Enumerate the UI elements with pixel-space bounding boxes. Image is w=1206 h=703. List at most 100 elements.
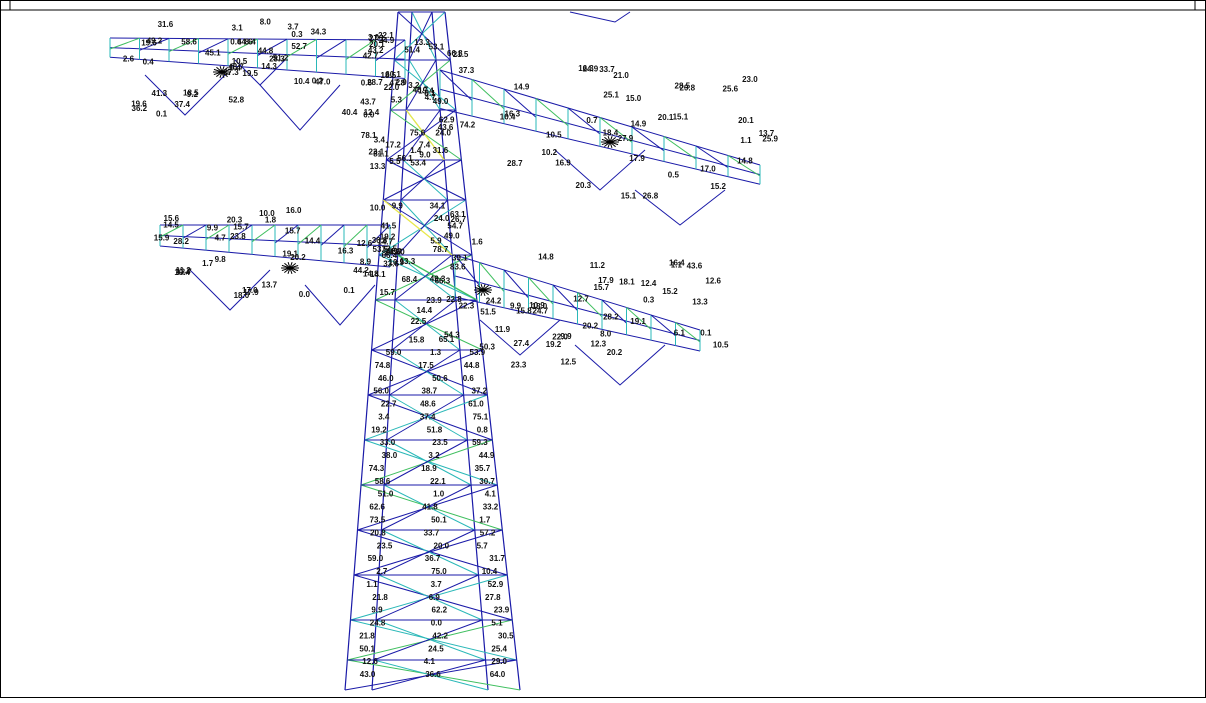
member-stress-label: 1.1 (740, 136, 752, 145)
crossarm-brace (252, 225, 275, 242)
member-stress-label: 15.6 (164, 214, 180, 223)
member-stress-label: 66.8 (447, 49, 463, 58)
member-stress-label: 18.1 (619, 278, 635, 287)
member-stress-label: 23.0 (742, 75, 758, 84)
member-stress-label: 49.0 (433, 97, 449, 106)
member-stress-label: 12.6 (705, 277, 721, 286)
member-stress-label: 52.7 (291, 42, 307, 51)
member-stress-label: 22.7 (381, 400, 397, 409)
member-stress-label: 9.9 (371, 606, 383, 615)
member-stress-label: 5.3 (391, 96, 403, 105)
member-stress-label: 62.9 (439, 115, 455, 124)
member-stress-label: 20.1 (738, 116, 754, 125)
member-stress-label: 29.0 (491, 657, 507, 666)
member-stress-label: 1.0 (433, 490, 445, 499)
member-stress-label: 41.5 (381, 221, 397, 230)
member-stress-label: 43.6 (687, 262, 703, 271)
member-stress-label: 20.3 (576, 181, 592, 190)
member-stress-label: 33.7 (424, 528, 440, 537)
member-stress-label: 42.7 (363, 51, 379, 60)
member-stress-label: 14.8 (538, 252, 554, 261)
member-stress-label: 18.9 (421, 464, 437, 473)
member-stress-label: 5.9 (430, 237, 442, 246)
member-stress-label: 1.1 (671, 260, 683, 269)
member-stress-label: 18.4 (603, 128, 619, 137)
member-stress-label: 6.1 (674, 329, 686, 338)
insulator-string (260, 85, 340, 130)
member-stress-label: 20.2 (607, 348, 623, 357)
member-stress-label: 19.2 (546, 340, 562, 349)
member-stress-label: 0.6 (463, 374, 475, 383)
member-stress-label: 58.6 (181, 38, 197, 47)
diagonal-brace (374, 620, 482, 660)
member-stress-label: 0.0 (299, 290, 311, 299)
member-stress-label: 64.0 (490, 670, 506, 679)
member-stress-label: 50.6 (432, 374, 448, 383)
member-stress-label: 9.9 (392, 201, 404, 210)
member-stress-label: 36.6 (425, 670, 441, 679)
member-stress-label: 18.5 (381, 71, 397, 80)
member-stress-label: 75.0 (431, 567, 447, 576)
member-stress-label: 4.1 (424, 657, 436, 666)
member-stress-label: 20.1 (658, 113, 674, 122)
member-stress-label: 27.4 (514, 339, 530, 348)
member-stress-label: 78.7 (433, 245, 449, 254)
member-stress-label: 18.0 (234, 291, 250, 300)
member-stress-label: 41.8 (422, 503, 438, 512)
member-stress-label: 28.2 (173, 237, 189, 246)
member-stress-label: 34.1 (430, 202, 446, 211)
member-stress-label: 15.7 (380, 288, 396, 297)
member-stress-label: 28.2 (603, 313, 619, 322)
member-stress-label: 0.3 (643, 295, 655, 304)
member-stress-label: 17.0 (700, 164, 716, 173)
member-stress-label: 10.5 (713, 341, 729, 350)
member-stress-label: 1.3 (430, 348, 442, 357)
member-stress-label: 2.6 (123, 55, 135, 64)
member-stress-label: 45.1 (205, 49, 221, 58)
member-stress-label: 35.7 (475, 464, 491, 473)
crossarm-brace (536, 99, 568, 126)
member-stress-label: 14.9 (631, 120, 647, 129)
member-stress-label: 6.9 (429, 593, 441, 602)
member-stress-label: 46.0 (378, 374, 394, 383)
member-stress-label: 15.7 (285, 227, 301, 236)
member-stress-label: 23.8 (230, 232, 246, 241)
member-stress-label: 37.4 (174, 100, 190, 109)
member-stress-label: 83.6 (450, 262, 466, 271)
member-stress-label: 68.4 (402, 275, 418, 284)
member-stress-label: 10.4 (482, 567, 498, 576)
member-stress-label: 49.2 (147, 37, 163, 46)
member-stress-label: 3.7 (431, 580, 443, 589)
member-stress-label: 27.9 (618, 134, 634, 143)
member-stress-label: 3.2 (428, 451, 440, 460)
member-stress-label: 13.7 (759, 129, 775, 138)
member-stress-label: 9.8 (215, 255, 227, 264)
member-stress-label: 58.6 (375, 477, 391, 486)
member-stress-label: 4.7 (215, 233, 227, 242)
member-stress-label: 81.1 (373, 150, 389, 159)
member-stress-label: 43.0 (360, 670, 376, 679)
member-stress-label: 33.7 (599, 65, 615, 74)
member-stress-label: 59.3 (472, 438, 488, 447)
member-stress-label: 22.3 (459, 301, 475, 310)
member-stress-label: 24.9 (583, 65, 599, 74)
member-stress-label: 29.8 (680, 83, 696, 92)
member-stress-label: 10.5 (232, 57, 248, 66)
member-stress-label: 28.7 (507, 159, 523, 168)
member-stress-label: 23.3 (511, 361, 527, 370)
member-stress-label: 23.9 (426, 296, 442, 305)
member-stress-label: 15.0 (626, 94, 642, 103)
member-stress-label: 49.0 (444, 232, 460, 241)
member-stress-label: 13.3 (370, 162, 386, 171)
member-stress-label: 7.4 (419, 141, 431, 150)
member-stress-label: 0.2 (312, 77, 324, 86)
member-stress-label: 8.9 (360, 258, 372, 267)
member-stress-label: 37.3 (459, 66, 475, 75)
member-stress-label: 22.1 (378, 31, 394, 40)
member-stress-label: 15.9 (154, 233, 170, 242)
member-stress-label: 75.6 (410, 129, 426, 138)
member-stress-label: 12.4 (641, 279, 657, 288)
member-stress-label: 14.4 (417, 306, 433, 315)
